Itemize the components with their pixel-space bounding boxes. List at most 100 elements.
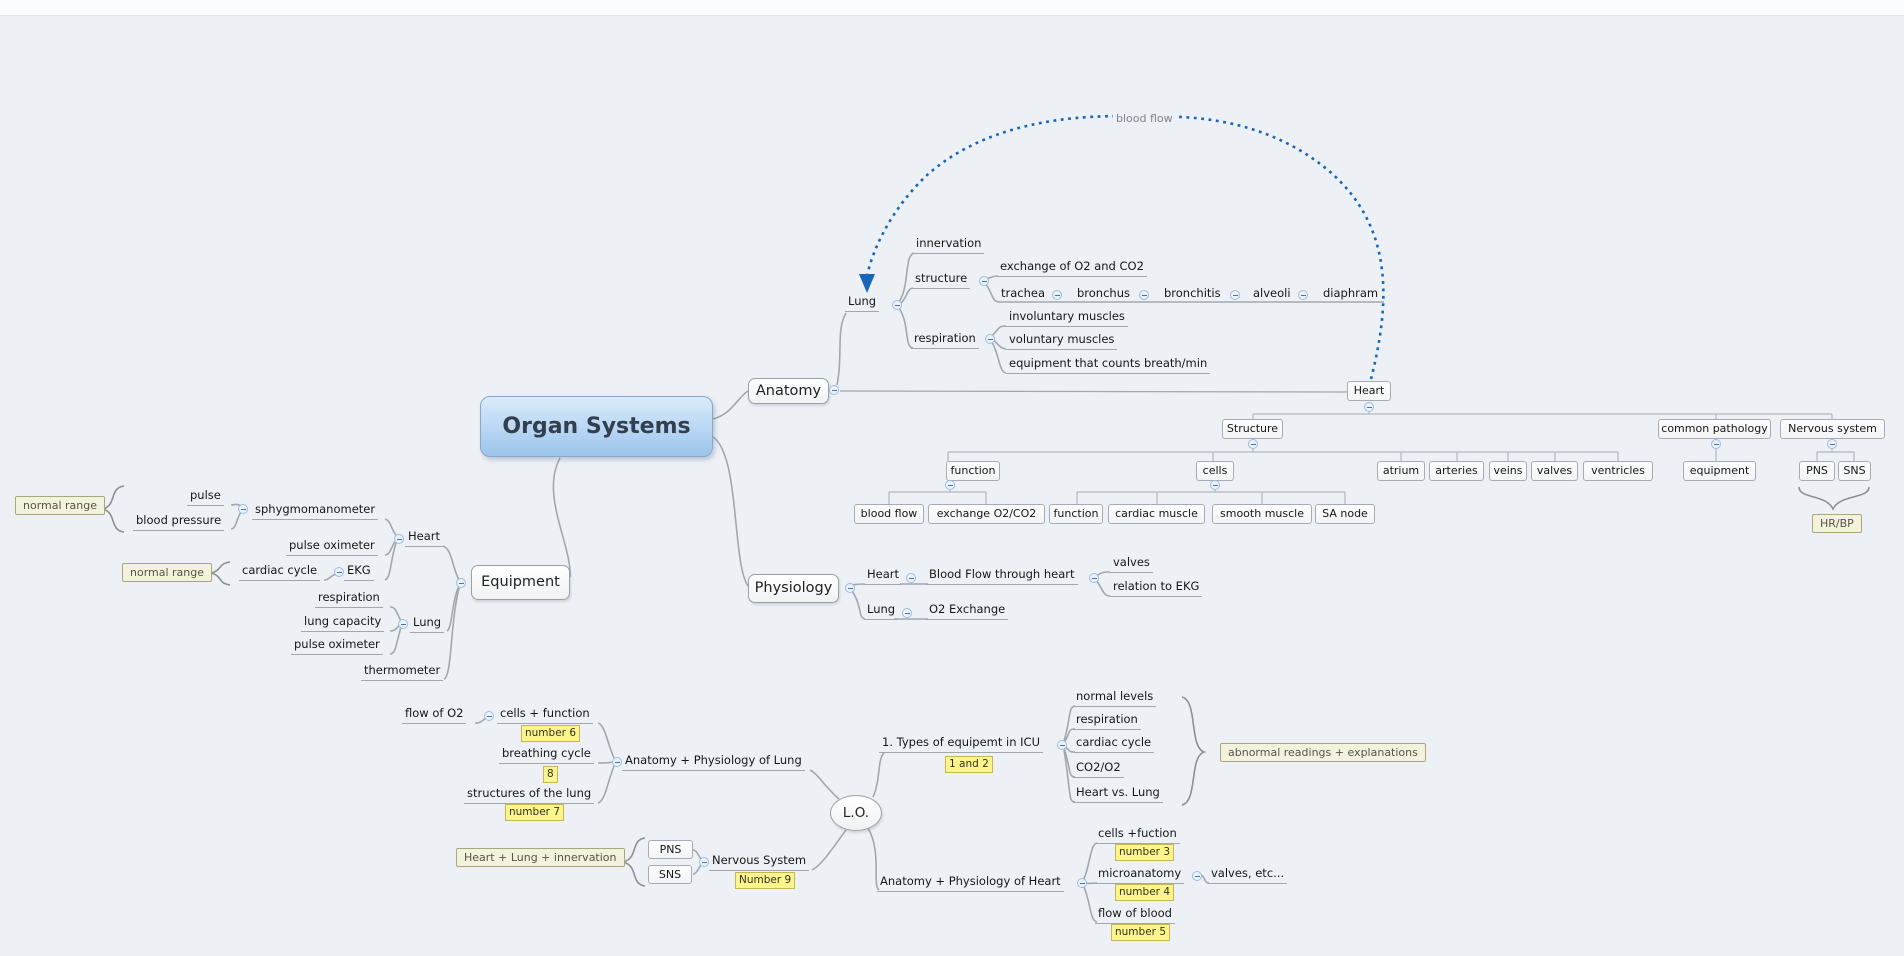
- collapse-icon[interactable]: [1248, 439, 1258, 449]
- topic-pns-heart[interactable]: PNS: [1799, 461, 1835, 481]
- topic-breathing-cycle[interactable]: breathing cycle: [499, 746, 594, 764]
- topic-innervation[interactable]: innervation: [913, 236, 985, 254]
- topic-lung-physiology[interactable]: Lung: [864, 602, 899, 620]
- topic-pulse-oximeter-heart[interactable]: pulse oximeter: [286, 538, 378, 556]
- topic-heart-structure[interactable]: Structure: [1222, 419, 1283, 439]
- topic-respiration-icu[interactable]: respiration: [1073, 712, 1141, 730]
- topic-common-pathology[interactable]: common pathology: [1658, 419, 1771, 439]
- topic-anatomy-physiology-heart[interactable]: Anatomy + Physiology of Heart: [877, 874, 1064, 892]
- topic-o2-exchange[interactable]: O2 Exchange: [926, 602, 1009, 620]
- collapse-icon[interactable]: [394, 534, 404, 544]
- topic-pns-lo[interactable]: PNS: [648, 840, 693, 859]
- topic-lung-anatomy[interactable]: Lung: [845, 294, 880, 312]
- label-number-3[interactable]: number 3: [1115, 844, 1174, 861]
- topic-sphygmomanometer[interactable]: sphygmomanometer: [252, 502, 379, 520]
- relationship-label-blood-flow[interactable]: blood flow: [1113, 112, 1176, 125]
- topic-physiology[interactable]: Physiology: [748, 574, 839, 603]
- topic-sns-heart[interactable]: SNS: [1838, 461, 1871, 481]
- topic-sa-node[interactable]: SA node: [1315, 504, 1375, 524]
- topic-bronchus[interactable]: bronchus: [1077, 286, 1130, 300]
- topic-heart-function[interactable]: function: [946, 461, 1000, 481]
- topic-bronchitis[interactable]: bronchitis: [1164, 286, 1221, 300]
- collapse-icon[interactable]: [945, 480, 955, 490]
- callout-normal-range-cardiac[interactable]: normal range: [122, 563, 213, 582]
- collapse-icon[interactable]: [1210, 480, 1220, 490]
- label-number-5[interactable]: number 5: [1111, 924, 1170, 941]
- topic-microanatomy[interactable]: microanatomy: [1095, 866, 1185, 884]
- collapse-icon[interactable]: [1139, 290, 1149, 300]
- label-number-7[interactable]: number 7: [505, 804, 564, 821]
- collapse-icon[interactable]: [699, 857, 709, 867]
- topic-pulse-oximeter-lung[interactable]: pulse oximeter: [291, 637, 383, 655]
- relationship-curve-blood-flow[interactable]: [865, 114, 1385, 380]
- collapse-icon[interactable]: [829, 385, 839, 395]
- topic-types-of-equipment-in-icu[interactable]: 1. Types of equipemt in ICU: [879, 735, 1044, 753]
- topic-lung-equipment[interactable]: Lung: [410, 615, 445, 633]
- callout-heart-lung-innervation[interactable]: Heart + Lung + innervation: [456, 848, 625, 867]
- topic-heart-cells[interactable]: cells: [1196, 461, 1234, 481]
- topic-anatomy-physiology-lung[interactable]: Anatomy + Physiology of Lung: [622, 753, 805, 771]
- central-topic-organ-systems[interactable]: Organ Systems: [480, 396, 713, 457]
- callout-hr-bp[interactable]: HR/BP: [1812, 514, 1862, 533]
- topic-exchange-o2co2-cell[interactable]: exchange O2/CO2: [928, 504, 1045, 524]
- topic-heart-equipment[interactable]: Heart: [405, 529, 444, 547]
- label-number-9[interactable]: Number 9: [735, 872, 796, 889]
- topic-cells-function[interactable]: function: [1049, 504, 1103, 524]
- collapse-icon[interactable]: [456, 578, 466, 588]
- collapse-icon[interactable]: [238, 504, 248, 514]
- collapse-icon[interactable]: [1827, 439, 1837, 449]
- topic-heart-physiology[interactable]: Heart: [864, 567, 903, 585]
- topic-valves-etc[interactable]: valves, etc...: [1208, 866, 1288, 884]
- label-number-6[interactable]: number 6: [521, 725, 580, 742]
- collapse-icon[interactable]: [612, 757, 622, 767]
- collapse-icon[interactable]: [484, 711, 494, 721]
- collapse-icon[interactable]: [1192, 871, 1202, 881]
- collapse-icon[interactable]: [906, 573, 916, 583]
- topic-nervous-system-lo[interactable]: Nervous System: [709, 853, 810, 871]
- collapse-icon[interactable]: [1052, 290, 1062, 300]
- topic-equipment[interactable]: Equipment: [471, 565, 570, 600]
- topic-respiration-lung[interactable]: respiration: [911, 331, 979, 349]
- label-number-8[interactable]: 8: [543, 766, 558, 783]
- topic-anatomy[interactable]: Anatomy: [748, 378, 829, 404]
- topic-cells-plus-fuction[interactable]: cells +fuction: [1095, 826, 1180, 844]
- topic-voluntary-muscles[interactable]: voluntary muscles: [1006, 332, 1118, 350]
- topic-structures-of-the-lung[interactable]: structures of the lung: [464, 786, 595, 804]
- topic-structure-lung[interactable]: structure: [912, 271, 971, 289]
- topic-arteries[interactable]: arteries: [1429, 461, 1484, 481]
- topic-heart-anatomy[interactable]: Heart: [1347, 381, 1391, 401]
- topic-heart-vs-lung[interactable]: Heart vs. Lung: [1073, 785, 1163, 803]
- collapse-icon[interactable]: [902, 608, 912, 618]
- collapse-icon[interactable]: [1711, 439, 1721, 449]
- topic-cardiac-cycle-icu[interactable]: cardiac cycle: [1073, 735, 1155, 753]
- collapse-icon[interactable]: [1230, 290, 1240, 300]
- collapse-icon[interactable]: [334, 567, 344, 577]
- topic-valves-heart[interactable]: valves: [1531, 461, 1578, 481]
- topic-relation-to-ekg[interactable]: relation to EKG: [1110, 579, 1203, 597]
- topic-blood-flow-cell[interactable]: blood flow: [854, 504, 924, 524]
- collapse-icon[interactable]: [1057, 740, 1067, 750]
- topic-atrium[interactable]: atrium: [1377, 461, 1425, 481]
- topic-smooth-muscle[interactable]: smooth muscle: [1212, 504, 1312, 524]
- topic-trachea[interactable]: trachea: [1001, 286, 1046, 300]
- topic-normal-levels[interactable]: normal levels: [1073, 689, 1157, 707]
- topic-involuntary-muscles[interactable]: involuntary muscles: [1006, 309, 1128, 327]
- topic-lo[interactable]: L.O.: [830, 795, 882, 831]
- collapse-icon[interactable]: [1364, 402, 1374, 412]
- collapse-icon[interactable]: [398, 619, 408, 629]
- topic-alveoli[interactable]: alveoli: [1253, 286, 1291, 300]
- topic-ekg[interactable]: EKG: [344, 563, 374, 581]
- callout-abnormal-readings[interactable]: abnormal readings + explanations: [1220, 743, 1426, 762]
- collapse-icon[interactable]: [845, 583, 855, 593]
- topic-cardiac-cycle-equipment[interactable]: cardiac cycle: [239, 563, 321, 581]
- topic-thermometer[interactable]: thermometer: [361, 663, 444, 681]
- topic-co2-o2[interactable]: CO2/O2: [1073, 760, 1124, 778]
- topic-blood-flow-through-heart[interactable]: Blood Flow through heart: [926, 567, 1078, 585]
- topic-respiration-equipment[interactable]: respiration: [315, 590, 383, 608]
- label-1-and-2[interactable]: 1 and 2: [945, 756, 993, 773]
- topic-pathology-equipment[interactable]: equipment: [1683, 461, 1756, 481]
- collapse-icon[interactable]: [1298, 290, 1308, 300]
- topic-breath-counter-equipment[interactable]: equipment that counts breath/min: [1006, 356, 1211, 374]
- topic-exchange-o2-co2[interactable]: exchange of O2 and CO2: [997, 259, 1147, 277]
- topic-flow-of-o2[interactable]: flow of O2: [402, 706, 467, 724]
